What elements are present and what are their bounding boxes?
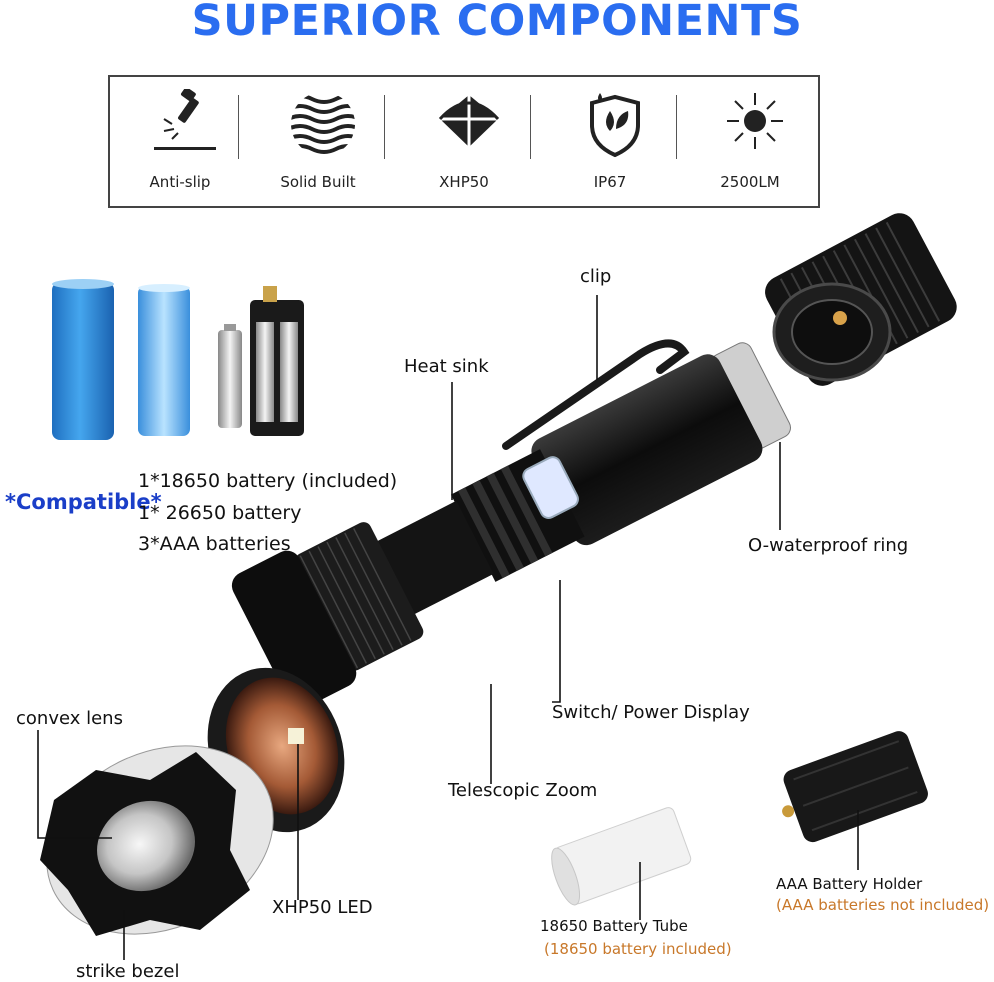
- led-chip-icon: [438, 95, 500, 147]
- battery-list-item: 3*AAA batteries: [138, 533, 291, 555]
- feature-label: 2500LM: [720, 173, 780, 191]
- callout-switch: Switch/ Power Display: [552, 702, 750, 723]
- wave-sphere-icon: [291, 94, 355, 154]
- feature-xhp50: XHP50: [394, 77, 534, 207]
- feature-2500lm: 2500LM: [680, 77, 820, 207]
- callout-clip: clip: [580, 266, 612, 287]
- strike-bezel: [40, 745, 274, 936]
- callout-telescopic-zoom: Telescopic Zoom: [448, 780, 598, 801]
- feature-strip: Anti-slip Solid Built XHP50: [108, 75, 820, 208]
- callout-aaa-holder: AAA Battery Holder: [776, 875, 923, 893]
- divider: [530, 95, 531, 159]
- callout-aaa-holder-note: (AAA batteries not included): [776, 896, 990, 914]
- page-title: SUPERIOR COMPONENTS: [191, 0, 803, 46]
- feature-anti-slip: Anti-slip: [110, 77, 250, 207]
- feature-solid-built: Solid Built: [248, 77, 388, 207]
- callout-convex-lens: convex lens: [16, 708, 123, 729]
- divider: [238, 95, 239, 159]
- callout-xhp50-led: XHP50 LED: [272, 897, 373, 918]
- compatible-label: *Compatible*: [5, 490, 162, 514]
- callout-strike-bezel: strike bezel: [76, 961, 180, 982]
- battery-list: 1*18650 battery (included) 1* 26650 batt…: [138, 466, 397, 561]
- battery-26650: [52, 279, 114, 440]
- battery-list-item: 1*18650 battery (included): [138, 470, 398, 492]
- flashlight-anti-slip-icon: [154, 89, 216, 150]
- divider: [676, 95, 677, 159]
- battery-aaa: [218, 324, 242, 428]
- water-shield-icon: [590, 93, 640, 158]
- aaa-battery-holder: [782, 731, 928, 843]
- feature-label: IP67: [593, 173, 627, 191]
- callout-battery-tube-note: (18650 battery included): [544, 940, 732, 958]
- feature-label: Anti-slip: [149, 173, 211, 191]
- sun-brightness-icon: [727, 93, 783, 149]
- callout-lines: [37, 295, 859, 960]
- feature-label: XHP50: [439, 173, 489, 191]
- callout-heat-sink: Heat sink: [404, 356, 489, 377]
- callout-battery-tube: 18650 Battery Tube: [540, 917, 688, 935]
- divider: [384, 95, 385, 159]
- battery-18650: [138, 284, 190, 436]
- end-cap: [765, 213, 957, 386]
- aaa-holder-small: [250, 286, 304, 436]
- battery-tube: [551, 807, 692, 906]
- feature-ip67: IP67: [540, 77, 680, 207]
- callout-o-ring: O-waterproof ring: [748, 535, 909, 556]
- battery-list-item: 1* 26650 battery: [138, 501, 302, 524]
- feature-label: Solid Built: [280, 173, 356, 191]
